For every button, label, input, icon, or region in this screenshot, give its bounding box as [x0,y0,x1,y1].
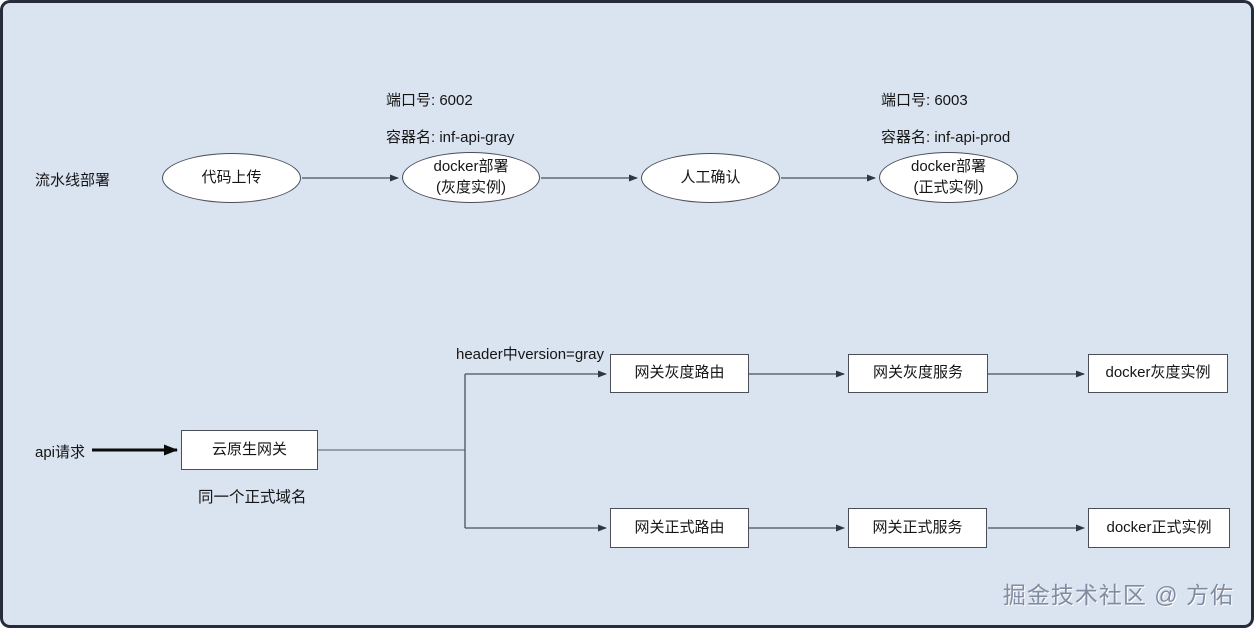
node-gateway-prod-service: 网关正式服务 [848,508,987,548]
gateway-domain-note: 同一个正式域名 [198,489,307,506]
node-gateway-prod-route: 网关正式路由 [610,508,749,548]
node-docker-gray-instance: docker灰度实例 [1088,354,1228,393]
gray-container-label: 容器名: inf-api-gray [386,129,515,146]
node-docker-gray-instance-label: docker灰度实例 [1105,364,1211,382]
node-docker-deploy-prod-line1: docker部署 [910,158,987,176]
node-cloud-native-gateway-label: 云原生网关 [211,440,287,458]
node-gateway-gray-service: 网关灰度服务 [848,354,988,393]
node-docker-deploy-prod-line2: (正式实例) [913,178,984,196]
prod-port-label: 端口号: 6003 [881,92,968,109]
node-gateway-gray-service-label: 网关灰度服务 [872,364,963,382]
prod-container-label: 容器名: inf-api-prod [881,129,1011,146]
gray-branch-condition-note: header中version=gray [456,346,605,363]
gray-port-label: 端口号: 6002 [386,92,473,109]
node-code-upload: 代码上传 [162,153,301,203]
node-docker-prod-instance-label: docker正式实例 [1106,518,1212,536]
node-cloud-native-gateway: 云原生网关 [181,430,318,470]
api-request-label: api请求 [35,444,86,461]
node-gateway-prod-route-label: 网关正式路由 [634,518,725,536]
node-manual-confirm-label: 人工确认 [680,168,741,186]
node-docker-prod-instance: docker正式实例 [1088,508,1230,548]
node-gateway-prod-service-label: 网关正式服务 [872,518,963,536]
node-docker-deploy-gray: docker部署 (灰度实例) [402,152,540,203]
node-docker-deploy-gray-line2: (灰度实例) [436,178,506,196]
pipeline-row-label: 流水线部署 [35,172,111,189]
node-docker-deploy-gray-line1: docker部署 [433,158,509,176]
node-code-upload-label: 代码上传 [201,168,262,186]
watermark: 掘金技术社区 @ 方佑 [1002,582,1234,608]
node-manual-confirm: 人工确认 [641,153,780,203]
node-gateway-gray-route-label: 网关灰度路由 [634,364,725,382]
node-docker-deploy-prod: docker部署 (正式实例) [879,152,1018,203]
node-gateway-gray-route: 网关灰度路由 [610,354,749,393]
